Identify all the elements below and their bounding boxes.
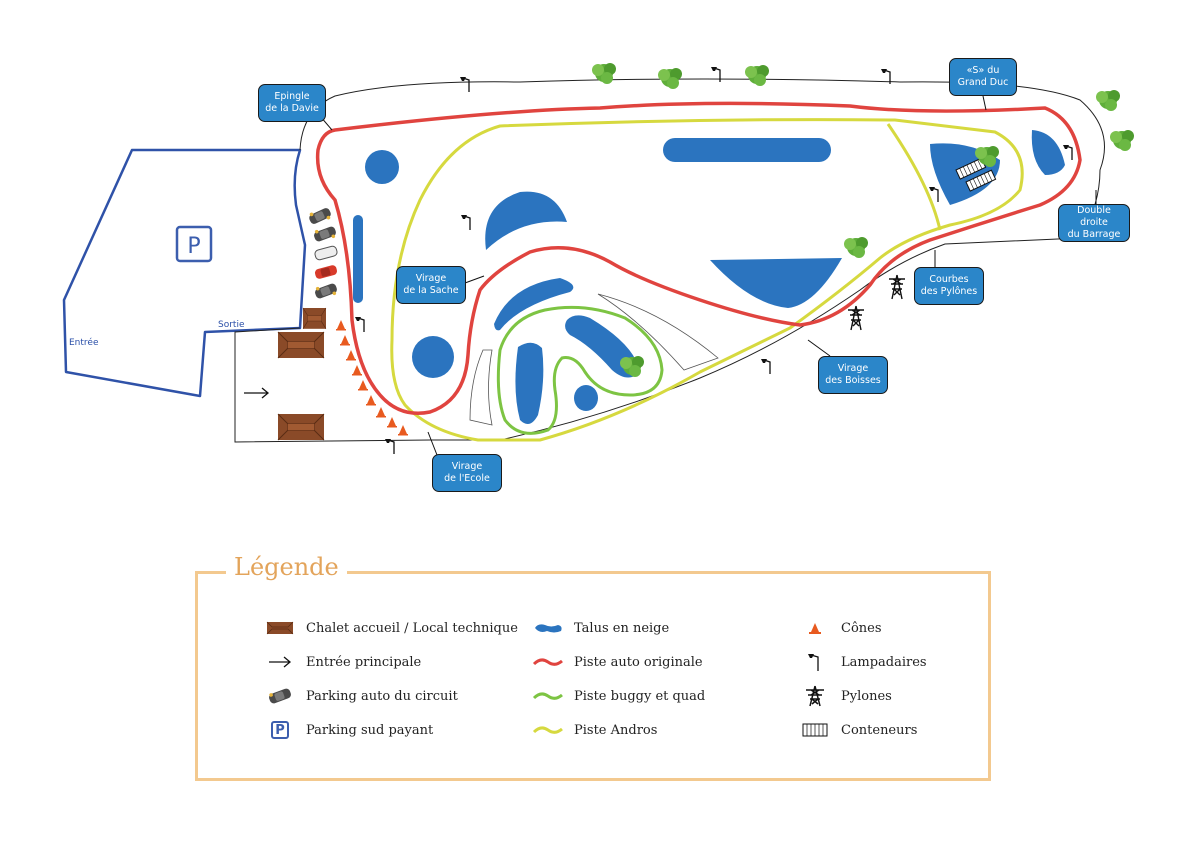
legend-item-yellow-track: Piste Andros [530,719,657,741]
legend-label: Talus en neige [574,620,670,636]
outer-road [234,78,1105,443]
legend-item-lamps: Lampadaires [797,651,927,673]
legend-item-chalet: Chalet accueil / Local technique [262,617,518,639]
legend-label: Cônes [841,620,882,636]
callout-double-droite-barrage: Double droite du Barrage [1058,204,1130,242]
legend-item-entrance: Entrée principale [262,651,421,673]
snow-bank-icon [530,617,566,639]
parking-p-icon: P [262,719,298,741]
parking-sign-letter: P [187,234,200,259]
callout-virage-sache: Virage de la Sache [396,266,466,304]
legend-item-green-track: Piste buggy et quad [530,685,705,707]
legend-item-snow-bank: Talus en neige [530,617,669,639]
legend-item-parking-south: P Parking sud payant [262,719,433,741]
legend-label: Parking sud payant [306,722,434,738]
entrance-label: Entrée [69,338,99,348]
yellow-track-icon [530,719,566,741]
pylon-icon [797,685,833,707]
legend-item-pylons: Pylones [797,685,892,707]
legend-label: Entrée principale [306,654,422,670]
grey-banks [469,293,719,426]
original-auto-track [315,101,1082,415]
legend-label: Piste buggy et quad [574,688,706,704]
callout-virage-boisses: Virage des Boisses [818,356,888,394]
cone-icon [797,617,833,639]
parked-cars [307,205,339,302]
arrow-right-icon [262,651,298,673]
red-track-icon [530,651,566,673]
legend-item-red-track: Piste auto originale [530,651,703,673]
exit-label: Sortie [218,320,245,330]
car-icon [262,685,298,707]
callout-epingle-davie: Epingle de la Davie [258,84,326,122]
containers [955,157,997,192]
callout-courbes-pylones: Courbes des Pylônes [914,267,984,305]
buggy-quad-track [496,305,664,435]
legend-item-cones: Cônes [797,617,882,639]
legend-label: Piste Andros [574,722,658,738]
callout-virage-ecole: Virage de l'Ecole [432,454,502,492]
south-parking-area [62,148,307,398]
legend-label: Lampadaires [841,654,927,670]
green-track-icon [530,685,566,707]
chalet-icon [262,617,298,639]
legend-title: Légende [226,553,347,581]
legend-item-parking-circuit: Parking auto du circuit [262,685,458,707]
container-icon [797,719,833,741]
legend-label: Parking auto du circuit [306,688,458,704]
parking-p-badge: P [271,721,289,739]
legend-label: Pylones [841,688,892,704]
pylons [847,274,906,331]
legend-label: Conteneurs [841,722,918,738]
legend-item-containers: Conteneurs [797,719,917,741]
callout-s-grand-duc: «S» du Grand Duc [949,58,1017,96]
main-entrance-arrow [244,387,270,399]
andros-track [390,118,1024,442]
lamp-post-icon [797,651,833,673]
parking-sign [175,225,213,263]
andros-track-shortcut [886,123,942,231]
legend-box [195,571,991,781]
legend-label: Piste auto originale [574,654,703,670]
cones [336,320,408,436]
legend-label: Chalet accueil / Local technique [306,620,518,636]
